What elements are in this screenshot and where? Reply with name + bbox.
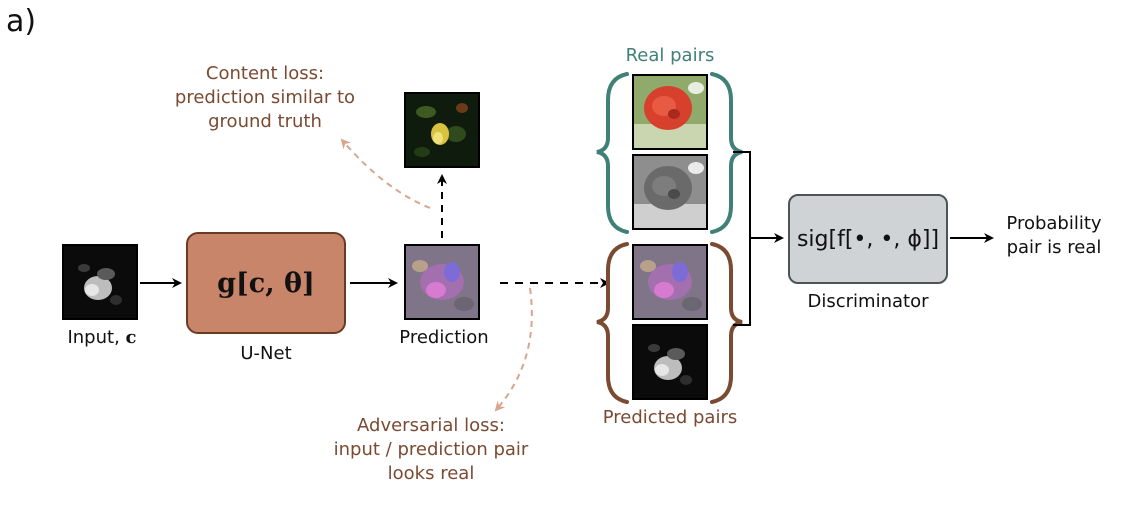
real-pair-color-image <box>632 74 708 150</box>
prediction-image <box>404 244 480 320</box>
real-pairs-label: Real pairs <box>625 45 715 66</box>
discriminator-caption: Discriminator <box>807 291 929 312</box>
unet-formula: g[c, θ] <box>217 267 315 299</box>
input-image <box>62 244 138 320</box>
unet-caption: U-Net <box>240 343 292 364</box>
adversarial-loss-line1: Adversarial loss: <box>357 415 505 436</box>
content-loss-line1: Content loss: <box>205 63 325 84</box>
real-pair-gray-image <box>632 154 708 230</box>
content-loss-line3: ground truth <box>208 111 322 132</box>
predicted-pair-color-image <box>632 244 708 320</box>
discriminator-block: sig[f[•, •, ϕ]] <box>788 194 948 284</box>
discriminator-formula: sig[f[•, •, ϕ]] <box>796 226 940 252</box>
pairs-to-discriminator-bracket <box>733 151 751 326</box>
input-caption-text: Input, <box>67 327 120 348</box>
ground-truth-image <box>404 92 480 168</box>
predicted-pairs-brace <box>596 242 629 404</box>
adversarial-loss-line2: input / prediction pair <box>333 439 529 460</box>
content-loss-text: Content loss: prediction similar to grou… <box>150 62 380 134</box>
real-pairs-brace <box>596 72 629 234</box>
input-caption-symbol: c <box>125 327 137 348</box>
panel-label: a) <box>6 4 37 39</box>
arrow-adversarial-loss <box>494 287 533 412</box>
prediction-caption: Prediction <box>399 327 489 348</box>
output-line2: pair is real <box>1006 237 1102 258</box>
predicted-pair-gray-image <box>632 324 708 400</box>
content-loss-line2: prediction similar to <box>174 87 356 108</box>
unet-block: g[c, θ] <box>186 232 346 334</box>
output-line1: Probability <box>1006 213 1102 234</box>
input-caption: Input, c <box>52 326 152 350</box>
predicted-pairs-label: Predicted pairs <box>602 407 738 428</box>
adversarial-loss-text: Adversarial loss: input / prediction pai… <box>316 414 546 486</box>
adversarial-loss-line3: looks real <box>387 463 475 484</box>
output-text: Probability pair is real <box>994 212 1114 260</box>
